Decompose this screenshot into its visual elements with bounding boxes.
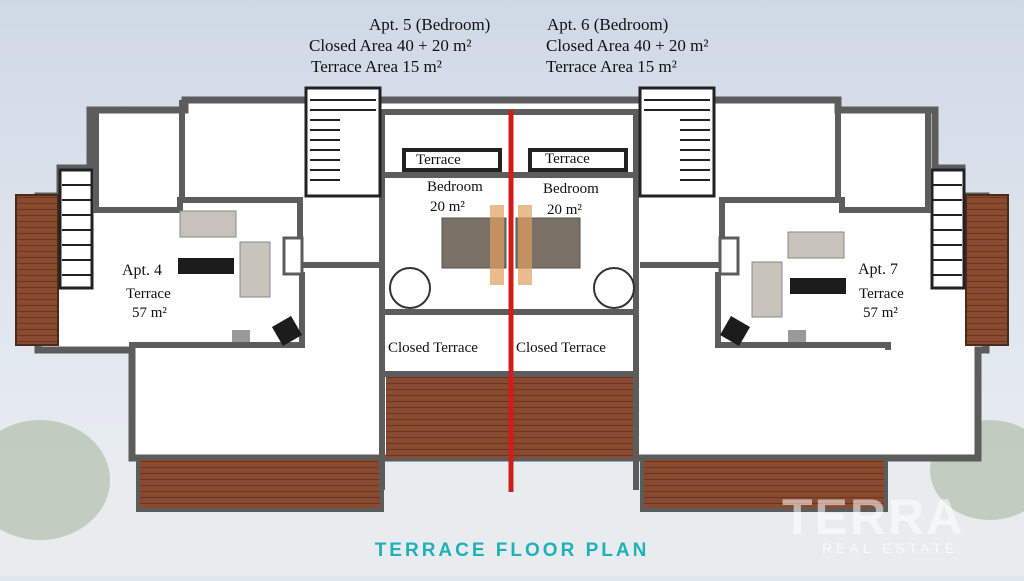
apt5-terrace-box	[402, 148, 502, 172]
left-stair-steps	[310, 99, 376, 181]
apt4-armchair	[239, 241, 271, 298]
apt4-sink	[232, 330, 250, 342]
apt6-name: Apt. 6 (Bedroom)	[547, 15, 669, 34]
apt5-closed-terrace: Closed Terrace	[388, 340, 478, 356]
apt6-closed-terrace: Closed Terrace	[516, 340, 606, 356]
apt7-side-stair-steps	[932, 184, 962, 276]
apt7-sofa	[787, 231, 845, 259]
apt6-bedroom-area: 20 m²	[547, 202, 582, 218]
apt7-terrace-area: 57 m²	[863, 305, 898, 321]
apt4-terrace-area: 57 m²	[132, 305, 167, 321]
apt4-terrace-label: Terrace	[126, 286, 171, 302]
apt4-sofa	[179, 210, 237, 238]
apt7-kitchen-wall	[715, 272, 891, 350]
apt7-table	[790, 278, 846, 294]
apt5-rug	[490, 205, 504, 285]
apt7-armchair	[751, 261, 783, 318]
apt7-column	[718, 236, 740, 276]
apt4-side-stair-steps	[62, 184, 92, 276]
apt6-closed-area: Closed Area 40 + 20 m²	[546, 36, 709, 55]
apt5-terrace-area: Terrace Area 15 m²	[311, 57, 442, 76]
apt5-closed-area: Closed Area 40 + 20 m²	[309, 36, 472, 55]
apt7-bottom-deck	[640, 456, 888, 512]
right-stair-steps	[644, 99, 710, 181]
right-staircase	[638, 86, 716, 198]
apt6-bedroom-label: Bedroom	[543, 181, 599, 197]
apt7-sink	[788, 330, 806, 342]
brand-subtitle: REAL ESTATE	[822, 540, 959, 556]
left-side-deck	[15, 194, 59, 346]
right-side-deck	[965, 194, 1009, 346]
apt6-spiral-stair	[593, 267, 635, 309]
apt6-terrace-area: Terrace Area 15 m²	[546, 57, 677, 76]
apt4-bottom-deck	[136, 456, 384, 512]
brand-logo: TERRA	[782, 489, 965, 545]
apt6-rug	[518, 205, 532, 285]
apt5-spiral-stair	[389, 267, 431, 309]
apt6-terrace-label: Terrace	[545, 151, 590, 167]
apt4-column	[282, 236, 304, 276]
apt7-lounge-chair	[719, 315, 751, 347]
apt4-name: Apt. 4	[122, 262, 162, 279]
apt5-bedroom-area: 20 m²	[430, 199, 465, 215]
apt6-terrace-box	[528, 148, 628, 172]
apt7-terrace-label: Terrace	[859, 286, 904, 302]
apt4-table	[178, 258, 234, 274]
apt7-name: Apt. 7	[858, 261, 898, 278]
foliage-left	[0, 420, 110, 540]
apt4-kitchen-wall	[129, 272, 305, 350]
apt5-bedroom-label: Bedroom	[427, 179, 483, 195]
left-staircase	[304, 86, 382, 198]
apt5-name: Apt. 5 (Bedroom)	[369, 15, 491, 34]
apt5-terrace-label: Terrace	[416, 152, 461, 168]
apt4-lounge-chair	[271, 315, 303, 347]
plan-title: TERRACE FLOOR PLAN	[374, 540, 650, 561]
